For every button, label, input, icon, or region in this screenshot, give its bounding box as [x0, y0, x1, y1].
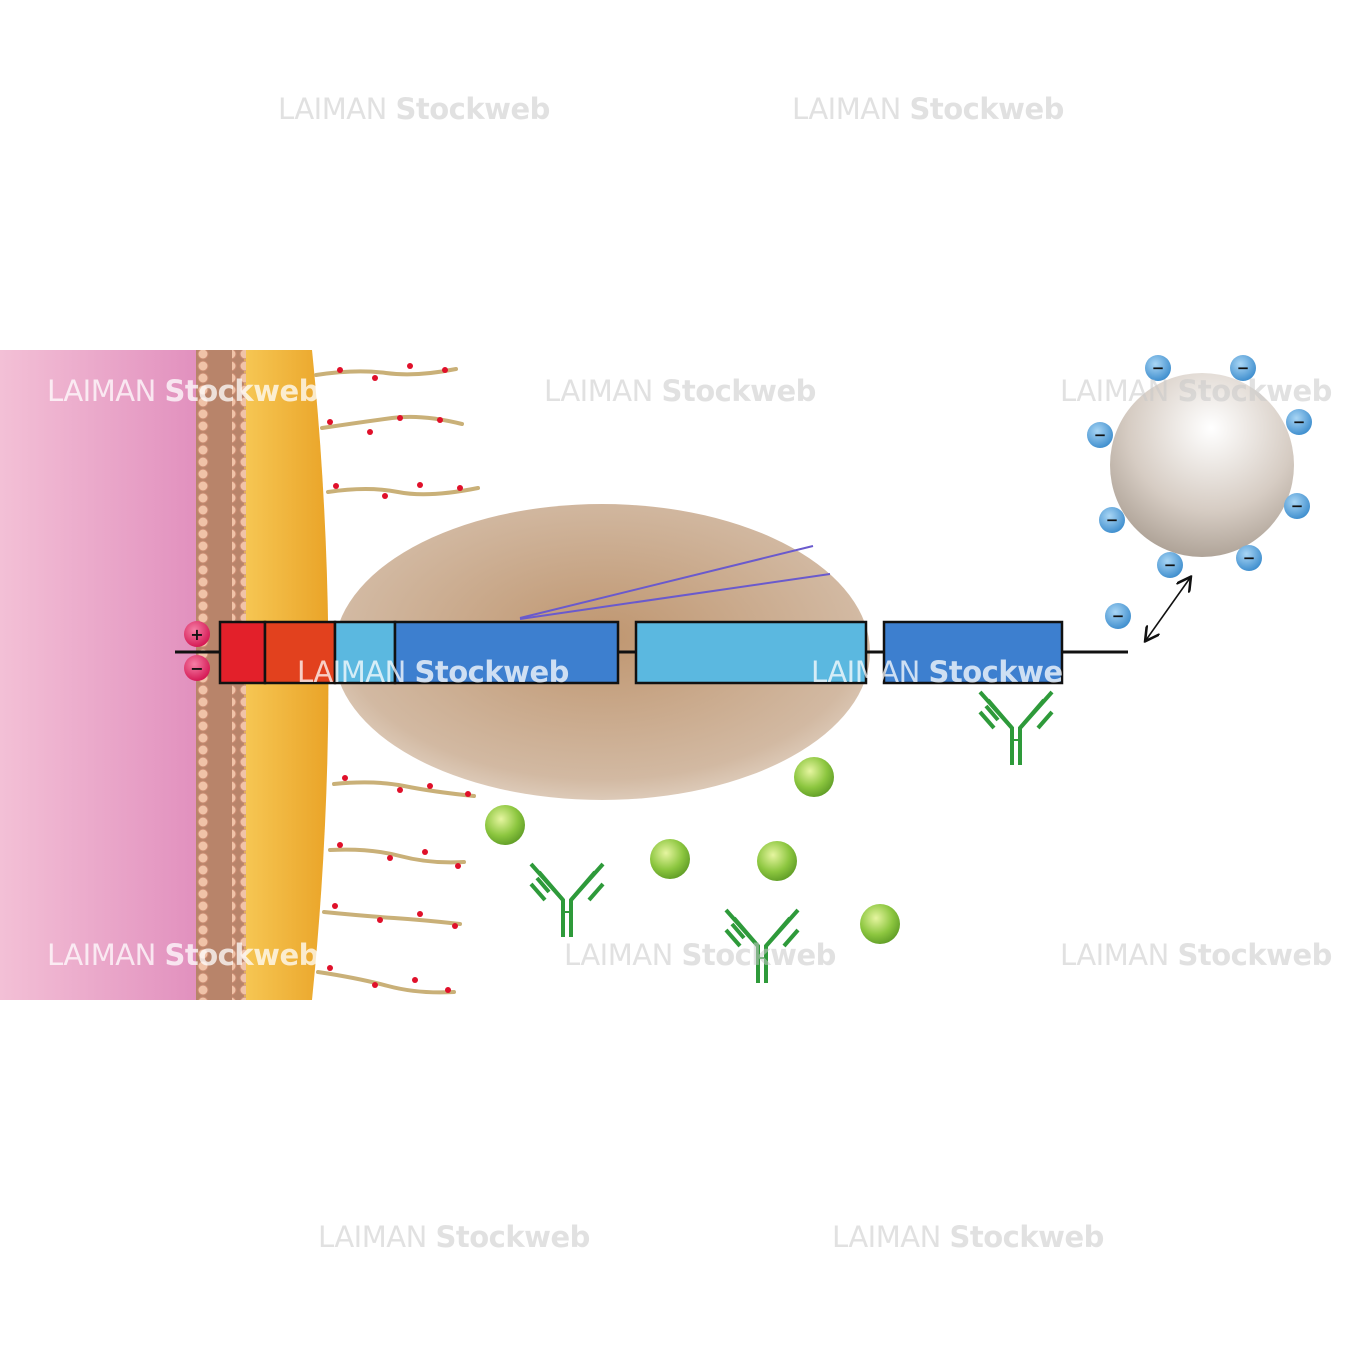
ligand-ball [860, 904, 900, 944]
purple-lines [519, 545, 831, 620]
watermark-part1: LAIMAN [1060, 374, 1169, 408]
watermark-part1: LAIMAN [811, 655, 920, 689]
ligand-ball [650, 839, 690, 879]
watermark-part2: Stockweb [1177, 938, 1333, 972]
anion-icon [1157, 552, 1183, 578]
watermark: LAIMAN Stockweb [297, 655, 569, 689]
watermark: LAIMAN Stockweb [1060, 374, 1332, 408]
domain-light-blue-1 [333, 620, 397, 685]
watermark: LAIMAN Stockweb [832, 1220, 1104, 1254]
ligand-ball [757, 841, 797, 881]
watermark: LAIMAN Stockweb [47, 938, 319, 972]
watermark-part2: Stockweb [414, 655, 570, 689]
antibodies [529, 690, 1054, 983]
watermark-part1: LAIMAN [47, 374, 156, 408]
anion-icon [1236, 545, 1262, 571]
watermark: LAIMAN Stockweb [792, 92, 1064, 126]
watermark-part1: LAIMAN [297, 655, 406, 689]
anion-label: − [1094, 426, 1107, 444]
watermark-part2: Stockweb [681, 938, 837, 972]
positive-charge-label: + [190, 625, 203, 644]
anion-label: − [1293, 413, 1306, 431]
watermark-part1: LAIMAN [47, 938, 156, 972]
anion-label: − [1243, 549, 1256, 567]
antibody-icon [529, 862, 605, 937]
anion-icon [1099, 507, 1125, 533]
glycan-sialic-dots [327, 363, 471, 993]
negative-charge-icon [184, 655, 210, 681]
anion-label: − [1164, 556, 1177, 574]
double-arrow-icon [1146, 578, 1190, 640]
positive-charge-icon [184, 621, 210, 647]
membrane-charges: + − [184, 621, 210, 681]
anions: − − − − − − − − − [1087, 355, 1312, 629]
anion-icon [1087, 422, 1113, 448]
anion-label: − [1237, 359, 1250, 377]
watermark-part2: Stockweb [164, 938, 320, 972]
charged-particle-sphere [1110, 373, 1294, 557]
watermark: LAIMAN Stockweb [564, 938, 836, 972]
watermark-part1: LAIMAN [792, 92, 901, 126]
antibody-icon [978, 690, 1054, 765]
watermark: LAIMAN Stockweb [811, 655, 1083, 689]
anion-label: − [1152, 359, 1165, 377]
anion-label: − [1112, 607, 1125, 625]
ligand-balls [485, 757, 900, 944]
watermark: LAIMAN Stockweb [278, 92, 550, 126]
domain-transmembrane-1 [218, 620, 267, 685]
domain-transmembrane-2 [263, 620, 337, 685]
watermark-part1: LAIMAN [278, 92, 387, 126]
watermark: LAIMAN Stockweb [318, 1220, 590, 1254]
watermark-part2: Stockweb [909, 92, 1065, 126]
watermark-part1: LAIMAN [1060, 938, 1169, 972]
watermark: LAIMAN Stockweb [544, 374, 816, 408]
anion-label: − [1291, 497, 1304, 515]
watermark-part2: Stockweb [1177, 374, 1333, 408]
anion-icon [1145, 355, 1171, 381]
domain-light-blue-2 [634, 620, 868, 685]
watermark: LAIMAN Stockweb [1060, 938, 1332, 972]
ligand-ball [794, 757, 834, 797]
ligand-ball [485, 805, 525, 845]
watermark-part2: Stockweb [164, 374, 320, 408]
watermark-part2: Stockweb [661, 374, 817, 408]
domain-blue-2 [882, 620, 1064, 685]
watermark-part2: Stockweb [928, 655, 1084, 689]
watermark-part1: LAIMAN [318, 1220, 427, 1254]
cytoplasm [0, 350, 215, 1000]
anion-icon [1105, 603, 1131, 629]
watermark-part1: LAIMAN [564, 938, 673, 972]
anion-icon [1284, 493, 1310, 519]
watermark-part2: Stockweb [395, 92, 551, 126]
antibody-icon [724, 908, 800, 983]
anion-label: − [1106, 511, 1119, 529]
watermark-part1: LAIMAN [544, 374, 653, 408]
protein-domains [218, 620, 1064, 685]
watermark: LAIMAN Stockweb [47, 374, 319, 408]
domain-blue-1 [393, 620, 620, 685]
watermark-part1: LAIMAN [832, 1220, 941, 1254]
negative-charge-label: − [190, 659, 203, 678]
watermark-part2: Stockweb [435, 1220, 591, 1254]
anion-icon [1230, 355, 1256, 381]
watermark-part2: Stockweb [949, 1220, 1105, 1254]
anion-icon [1286, 409, 1312, 435]
